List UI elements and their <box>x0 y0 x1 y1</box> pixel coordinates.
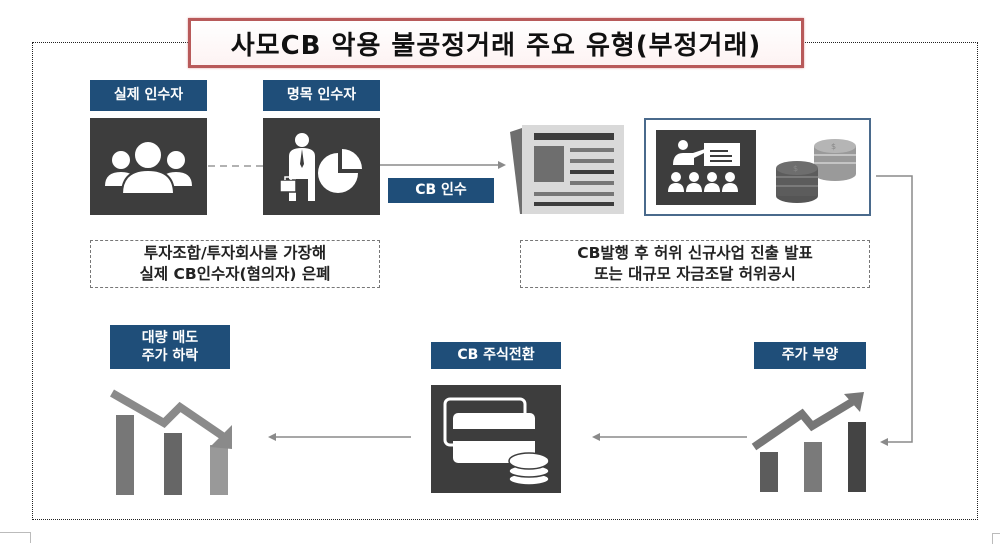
coin-stacks-icon: $ $ <box>776 139 856 203</box>
group-people-icon <box>90 118 207 215</box>
mass-selloff-label-line1: 대량 매도 <box>141 329 199 346</box>
rising-chart-icon <box>751 392 866 492</box>
announcement-box: $ $ <box>644 118 871 216</box>
arrow-to-conversion <box>592 433 747 441</box>
connector-right <box>876 175 913 446</box>
businessman-pie-chart-icon <box>263 118 380 215</box>
actual-acquirer-label-text: 실제 인수자 <box>113 87 184 104</box>
false-disclosure-note-line2: 또는 대규모 자금조달 허위공시 <box>594 265 796 283</box>
svg-text:$: $ <box>793 164 798 173</box>
svg-text:$: $ <box>831 142 836 151</box>
presentation-icon <box>656 130 756 205</box>
mass-selloff-label: 대량 매도 주가 하락 <box>110 325 230 369</box>
disguise-note-line1: 투자조합/투자회사를 가장해 <box>143 244 327 263</box>
mass-selloff-label-line2: 주가 하락 <box>141 348 199 364</box>
cb-conversion-label: CB 주식전환 <box>431 342 561 369</box>
disguise-note: 투자조합/투자회사를 가장해 실제 CB인수자(혐의자) 은폐 <box>90 240 380 288</box>
arrow-to-newspaper <box>380 161 506 169</box>
price-boost-label-text: 주가 부양 <box>781 347 839 364</box>
dashed-connector <box>208 165 264 167</box>
corner-mark-right <box>992 533 1000 544</box>
cb-acquisition-label: CB 인수 <box>388 178 494 203</box>
arrow-to-selloff <box>268 433 411 441</box>
false-disclosure-note-line1: CB발행 후 허위 신규사업 진출 발표 <box>577 244 813 263</box>
price-boost-label: 주가 부양 <box>754 342 866 369</box>
newspaper-icon <box>510 125 624 214</box>
cb-conversion-label-text: CB 주식전환 <box>457 347 535 364</box>
false-disclosure-note: CB발행 후 허위 신규사업 진출 발표 또는 대규모 자금조달 허위공시 <box>520 240 870 288</box>
disguise-note-line2: 실제 CB인수자(혐의자) 은폐 <box>139 265 331 283</box>
title-text: 사모CB 악용 불공정거래 주요 유형(부정거래) <box>230 30 762 61</box>
cb-acquisition-label-text: CB 인수 <box>415 182 467 199</box>
actual-acquirer-label: 실제 인수자 <box>90 80 207 111</box>
falling-chart-icon <box>110 389 232 495</box>
diagram-title: 사모CB 악용 불공정거래 주요 유형(부정거래) <box>188 18 804 68</box>
nominal-acquirer-label: 명목 인수자 <box>263 80 380 111</box>
nominal-acquirer-label-text: 명목 인수자 <box>286 87 357 104</box>
cards-coins-icon <box>431 385 561 493</box>
